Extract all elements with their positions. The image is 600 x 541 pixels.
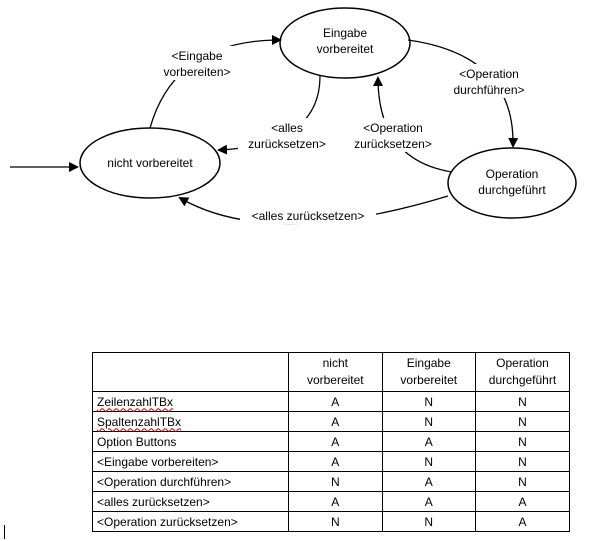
cell-value: N xyxy=(381,451,477,472)
row-label-text: SpaltenzahlTBx xyxy=(97,414,182,429)
cell-value: N xyxy=(381,511,477,532)
label-line1: <alles zurücksetzen> xyxy=(252,209,365,223)
cell-value: N xyxy=(381,391,477,412)
cell-value: N xyxy=(475,431,570,452)
header-row: nicht vorbereitet Eingabe vorbereitet Op… xyxy=(91,352,570,392)
row-label: <Eingabe vorbereiten> xyxy=(91,451,290,472)
cell-value: N xyxy=(381,411,477,432)
row-label: <alles zurücksetzen> xyxy=(91,491,290,512)
state-label-line1: Operation xyxy=(486,167,539,181)
header-line2: vorbereitet xyxy=(306,373,364,387)
row-label: SpaltenzahlTBx xyxy=(91,411,290,432)
cell-value: A xyxy=(381,431,477,452)
header-operation-durchgefuehrt: Operation durchgeführt xyxy=(475,352,570,392)
label-line2: durchführen> xyxy=(453,83,524,97)
cell-value: A xyxy=(288,491,383,512)
header-corner xyxy=(91,352,290,392)
table-row: <Eingabe vorbereiten> A N N xyxy=(91,451,570,472)
label-line2: vorbereiten> xyxy=(163,65,230,79)
cell-value: A xyxy=(288,431,383,452)
cell-value: N xyxy=(475,411,570,432)
cell-value: A xyxy=(288,451,383,472)
row-label: Option Buttons xyxy=(91,431,290,452)
state-nicht-vorbereitet: nicht vorbereitet xyxy=(79,127,221,199)
cell-value: A xyxy=(475,511,570,532)
header-eingabe-vorbereitet: Eingabe vorbereitet xyxy=(381,352,477,392)
cell-value: A xyxy=(381,491,477,512)
label-eingabe-vorbereiten: <Eingabe vorbereiten> xyxy=(155,46,239,80)
cell-value: N xyxy=(288,471,383,492)
cell-value: A xyxy=(381,471,477,492)
state-diagram: nicht vorbereitet Eingabe vorbereitet Op… xyxy=(10,7,577,225)
cell-value: N xyxy=(288,511,383,532)
state-ellipse xyxy=(447,147,577,219)
table-row: <alles zurücksetzen> A A A xyxy=(91,491,570,512)
label-operation-durchfuehren: <Operation durchführen> xyxy=(443,64,535,98)
header-nicht-vorbereitet: nicht vorbereitet xyxy=(288,352,383,392)
row-label: ZeilenzahlTBx xyxy=(91,391,290,412)
label-alles-zuruecksetzen-2: <alles zurücksetzen> xyxy=(240,206,376,224)
state-eingabe-vorbereitet: Eingabe vorbereitet xyxy=(279,7,411,79)
table-row: <Operation durchführen> N A N xyxy=(91,471,570,492)
table-row: SpaltenzahlTBx A N N xyxy=(91,411,570,432)
header-line2: durchgeführt xyxy=(488,373,557,387)
state-operation-durchgefuehrt: Operation durchgeführt xyxy=(447,147,577,219)
cell-value: N xyxy=(475,451,570,472)
cell-value: A xyxy=(288,391,383,412)
state-label-line1: Eingabe xyxy=(323,26,367,40)
header-line2: vorbereitet xyxy=(400,373,458,387)
cell-value: N xyxy=(475,471,570,492)
state-label-line2: vorbereitet xyxy=(317,42,374,56)
cell-value: A xyxy=(475,491,570,512)
table-row: Option Buttons A A N xyxy=(91,431,570,452)
table-row: <Operation zurücksetzen> N N A xyxy=(91,511,570,532)
label-line2: zurücksetzen> xyxy=(354,137,432,151)
header-line1: Eingabe xyxy=(406,356,451,370)
row-label: <Operation durchführen> xyxy=(91,471,290,492)
state-label-line2: durchgeführt xyxy=(478,183,546,197)
row-label: <Operation zurücksetzen> xyxy=(91,511,290,532)
label-alles-zuruecksetzen-1: <alles zurücksetzen> xyxy=(238,118,334,152)
state-label: nicht vorbereitet xyxy=(107,156,193,170)
header-line1: nicht xyxy=(322,356,348,370)
label-line1: <Operation xyxy=(459,67,519,81)
label-operation-zuruecksetzen: <Operation zurücksetzen> xyxy=(347,118,439,152)
label-line1: <Eingabe xyxy=(171,49,222,63)
header-line1: Operation xyxy=(496,356,549,370)
label-line2: zurücksetzen> xyxy=(248,137,326,151)
state-table: nicht vorbereitet Eingabe vorbereitet Op… xyxy=(91,352,570,532)
row-label-text: ZeilenzahlTBx xyxy=(97,394,174,409)
label-line1: <Operation xyxy=(363,121,423,135)
text-cursor xyxy=(4,525,5,539)
label-line1: <alles xyxy=(271,121,303,135)
table-row: ZeilenzahlTBx A N N xyxy=(91,391,570,412)
cell-value: A xyxy=(288,411,383,432)
cell-value: N xyxy=(475,391,570,412)
